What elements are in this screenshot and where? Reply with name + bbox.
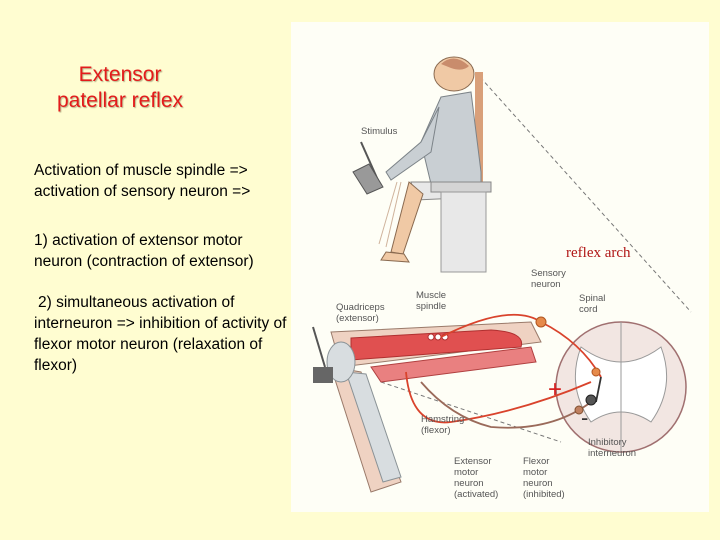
arm: [385, 106, 440, 181]
label-reflex-arch: reflex arch: [566, 245, 631, 261]
label-flexor-motor-neuron: Flexor motor neuron (inhibited): [523, 456, 565, 500]
muscle-spindle-marker: [427, 333, 435, 341]
paragraph-spindle-activation: Activation of muscle spindle => activati…: [34, 160, 250, 202]
text-line: flexor): [34, 357, 78, 374]
slide-title: Extensor patellar reflex: [20, 62, 220, 114]
lower-leg: [390, 181, 424, 255]
leg-anatomy: [312, 321, 542, 493]
extensor-motor-neuron-body: [591, 367, 601, 377]
spinal-cord-cross-section: [555, 321, 687, 453]
text-line: 2) simultaneous activation of: [38, 294, 235, 311]
text-line: Activation of muscle spindle =>: [34, 162, 248, 179]
leader-line-top: [470, 66, 692, 313]
stool: [430, 181, 492, 273]
stool-base: [440, 191, 487, 273]
dashed-leader-lines: [380, 66, 692, 443]
label-muscle-spindle: Muscle spindle: [416, 290, 449, 312]
motion-ghost-legs: [378, 181, 402, 248]
stool-seat: [430, 181, 492, 193]
text-line: neuron (contraction of extensor): [34, 253, 254, 270]
title-line-2: patellar reflex: [56, 89, 184, 112]
patella-bone: [326, 341, 356, 383]
minus-sign: -: [581, 405, 588, 430]
paragraph-extensor-activation: 1) activation of extensor motor neuron (…: [34, 230, 254, 272]
plus-sign: +: [548, 376, 562, 403]
inhibitory-interneuron-body: [585, 394, 597, 406]
foot: [380, 251, 410, 263]
title-line-1: Extensor: [78, 63, 162, 86]
label-sensory-neuron: Sensory neuron: [531, 268, 569, 290]
extensor-motor-neuron-path: [405, 371, 592, 424]
brain: [441, 58, 469, 70]
label-hamstring: Hamstring (flexor): [421, 414, 467, 436]
sensory-ganglion: [535, 316, 547, 328]
reflex-diagram-svg: Stimulus reflex arch Sensory neuron Musc…: [312, 56, 692, 500]
quadriceps-muscle: [350, 329, 523, 361]
label-extensor-motor-neuron: Extensor motor neuron (activated): [454, 456, 498, 500]
paragraph-interneuron-inhibition: 2) simultaneous activation of interneuro…: [34, 292, 286, 376]
tibia-bone: [345, 371, 402, 483]
hamstring-muscle: [370, 346, 537, 383]
label-spinal-cord: Spinal cord: [579, 293, 608, 315]
reflex-diagram: Stimulus reflex arch Sensory neuron Musc…: [291, 22, 709, 512]
text-line: activation of sensory neuron =>: [34, 183, 251, 200]
text-line: interneuron => inhibition of activity of: [34, 315, 287, 332]
hammer-handle: [312, 326, 326, 368]
hammer-head-icon: [313, 367, 333, 383]
text-line: 1) activation of extensor motor: [34, 232, 243, 249]
reflex-hammer-icon: [352, 141, 384, 195]
spinal-column: [475, 72, 483, 222]
neuron-pathways: [405, 313, 602, 429]
flexor-motor-neuron-body: [574, 405, 584, 415]
text-line: flexor motor neuron (relaxation of: [34, 336, 263, 353]
label-inhibitory-interneuron: Inhibitory interneuron: [588, 437, 636, 459]
flexor-motor-neuron-path: [420, 381, 592, 429]
interneuron-path: [595, 376, 602, 403]
label-stimulus: Stimulus: [361, 126, 398, 137]
label-quadriceps: Quadriceps (extensor): [336, 302, 387, 324]
leader-line-bottom: [380, 381, 562, 443]
